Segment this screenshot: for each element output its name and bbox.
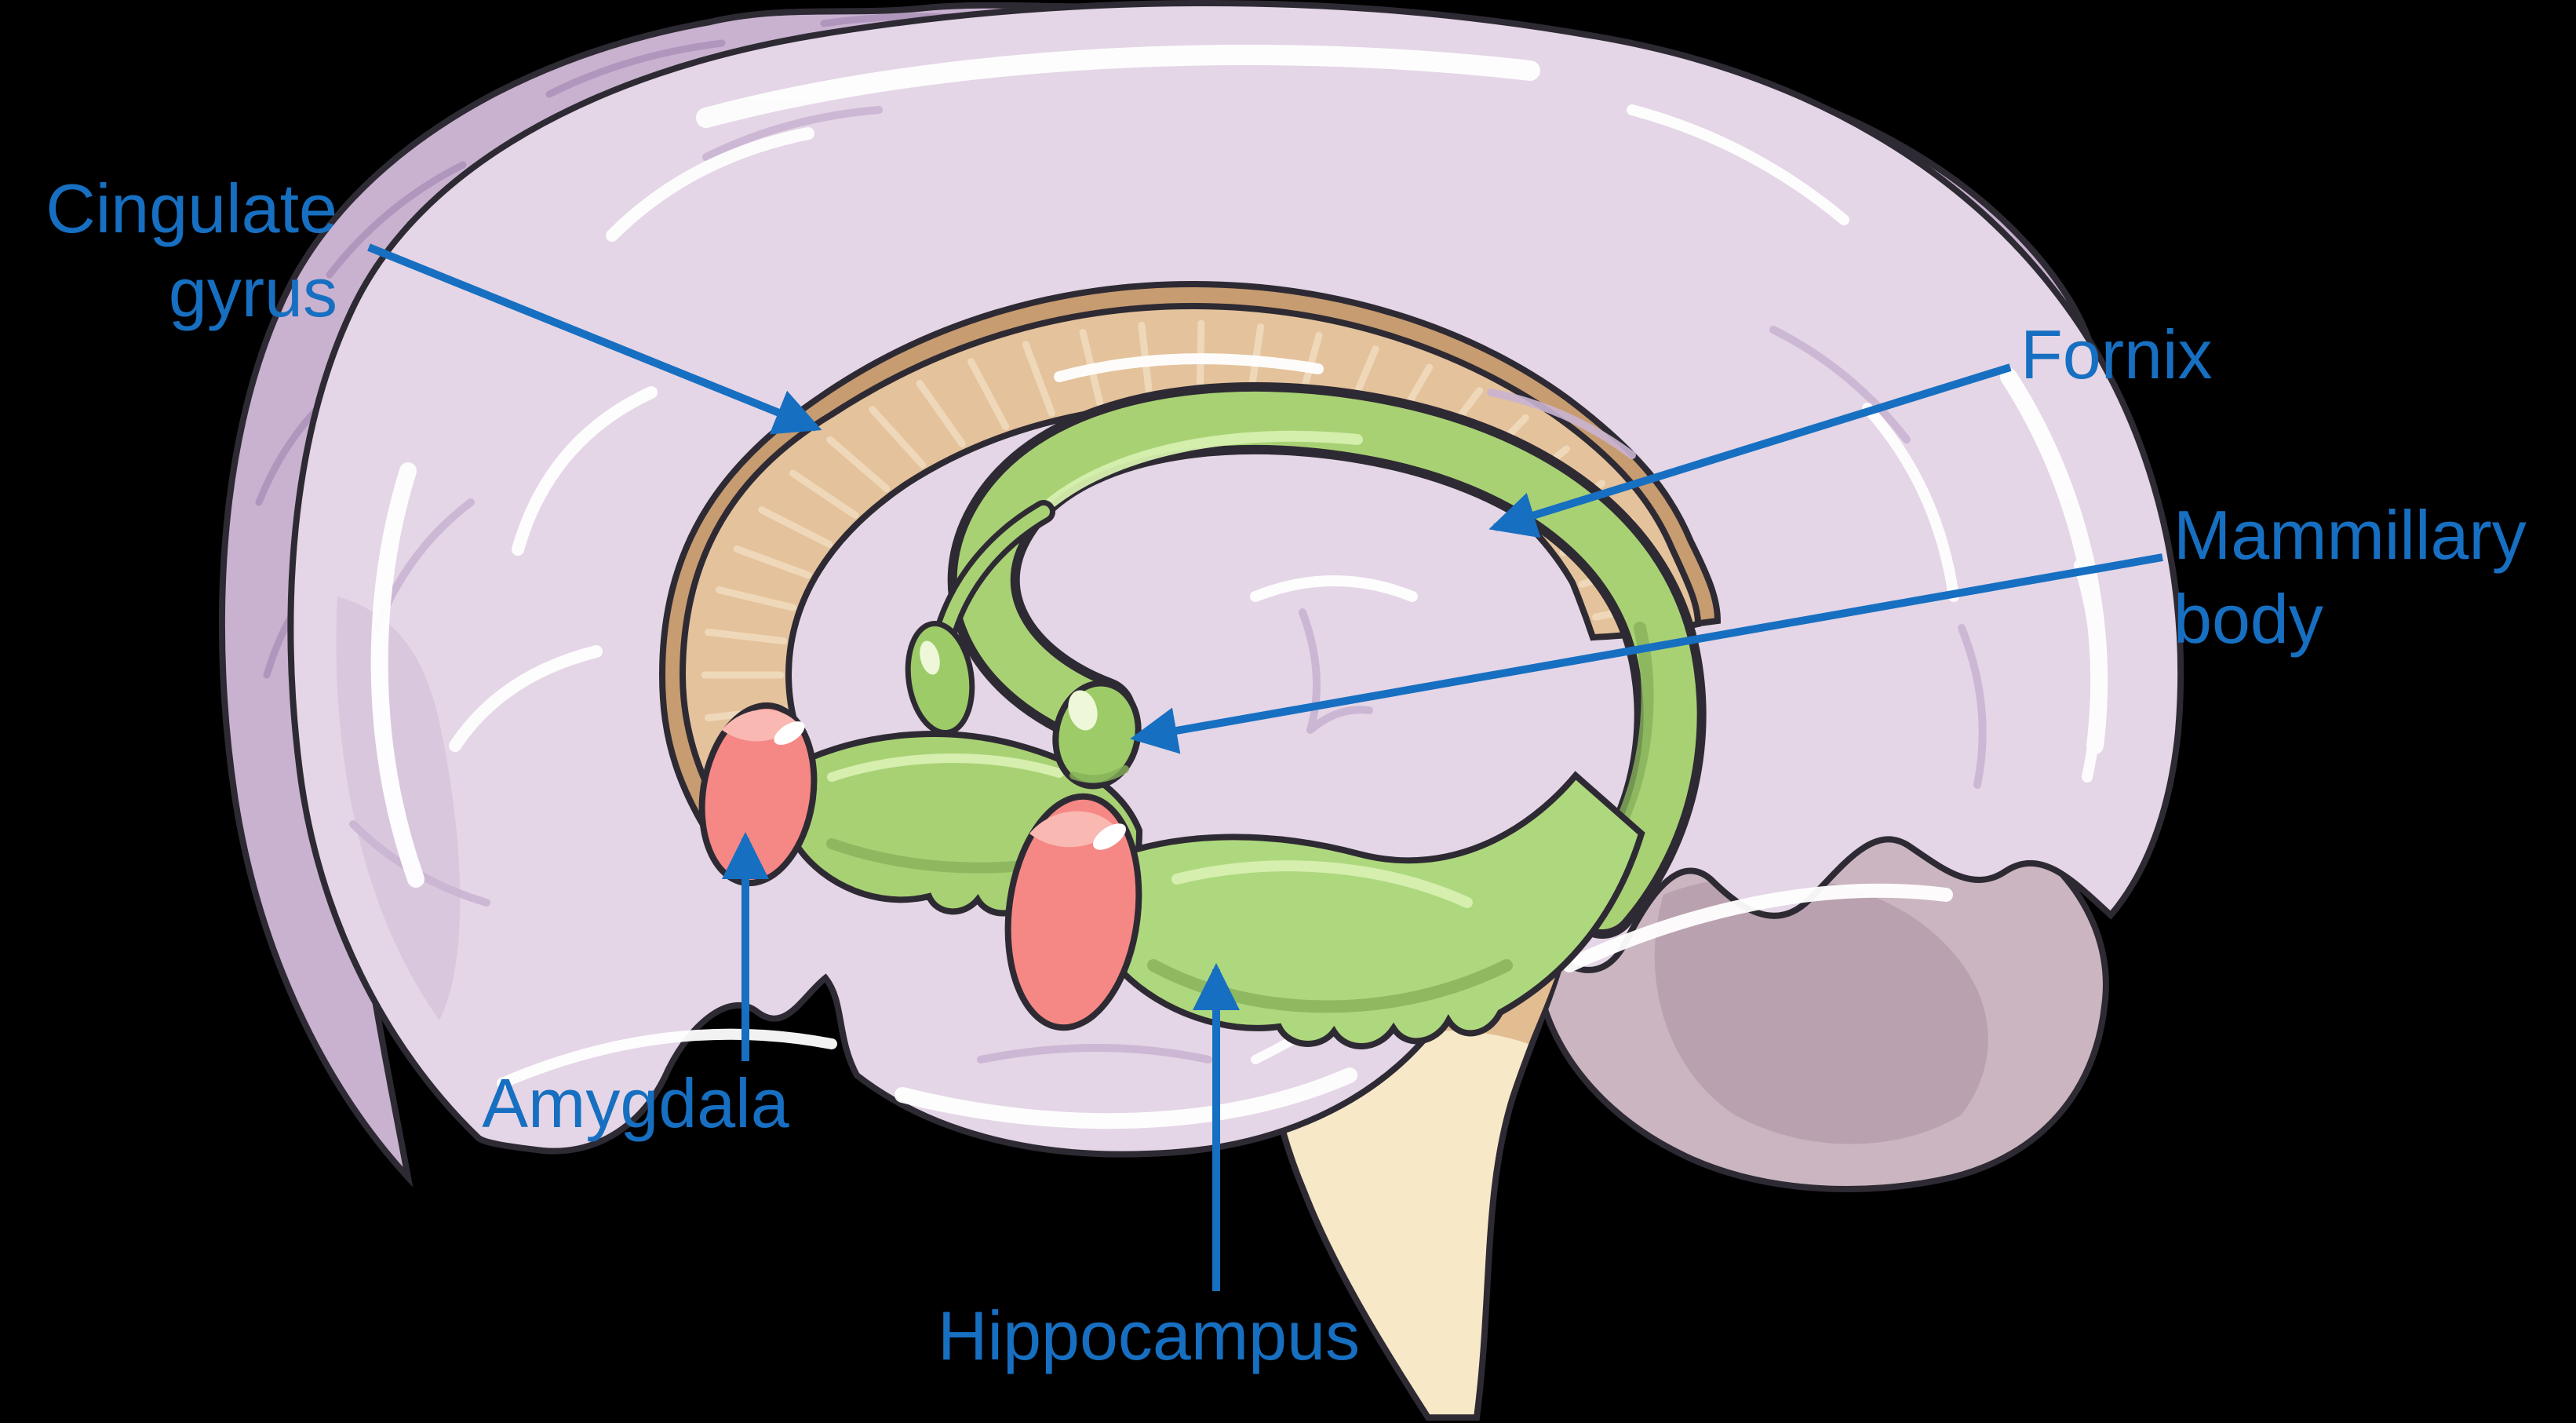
mammillary-body-label-line2: body — [2173, 580, 2323, 659]
amygdala — [1004, 793, 1142, 1031]
mammillary-body-arrow — [1130, 553, 2163, 754]
cingulate-gyrus-label-line2: gyrus — [168, 254, 337, 332]
cortex-highlights — [370, 45, 2108, 1129]
cingulate-gyrus-label: Cingulate gyrus — [31, 166, 337, 335]
cerebellum-shadow — [1654, 876, 1988, 1144]
cingulate-gyrus-label-line1: Cingulate — [46, 170, 337, 247]
mammillary-body-label-line1: Mammillary — [2173, 496, 2527, 574]
fornix-label: Fornix — [2020, 316, 2213, 393]
fornix-column-nodule — [905, 620, 975, 736]
amygdala-label: Amygdala — [482, 1064, 789, 1142]
hippocampus-label: Hippocampus — [938, 1297, 1361, 1374]
fornix — [935, 382, 1707, 939]
sulci-lines — [349, 106, 1987, 1064]
fornix-arrow — [1488, 363, 2012, 538]
cingulate-gyrus-arrow — [367, 243, 822, 435]
leader-arrows — [367, 243, 2163, 1291]
mammillary-body-label: Mammillary body — [2173, 493, 2527, 662]
cerebellum — [1532, 800, 2109, 1192]
